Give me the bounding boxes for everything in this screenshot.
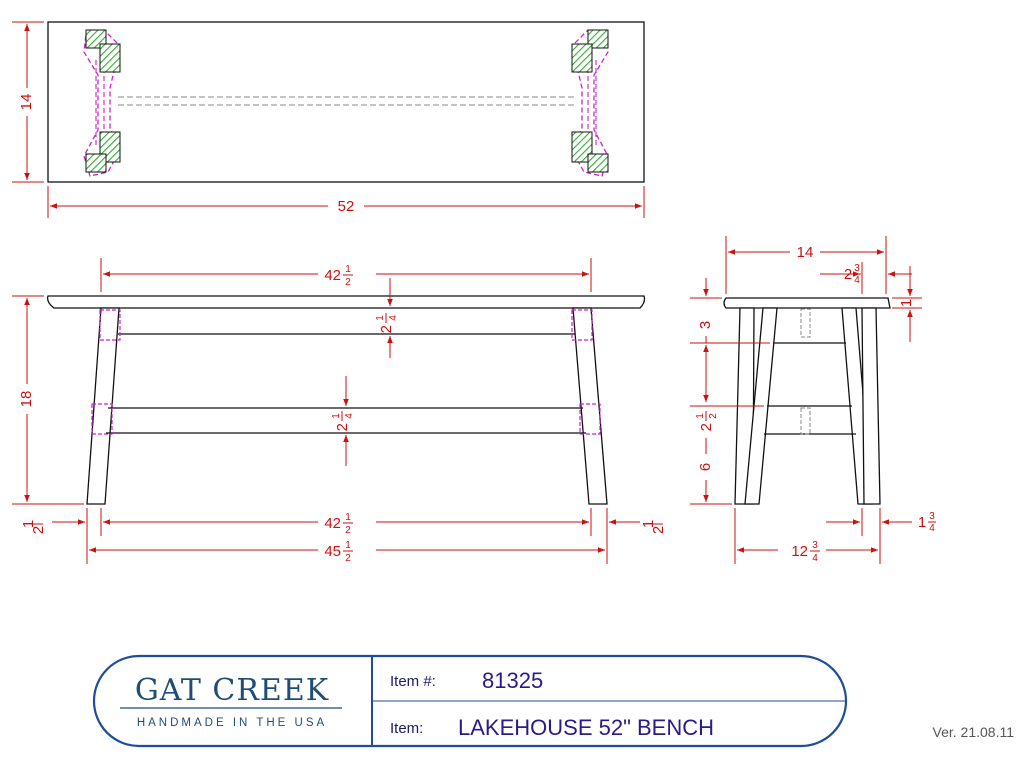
- brand-tagline: HANDMADE IN THE USA: [137, 717, 327, 729]
- side-right-leg: [861, 307, 881, 505]
- dim-side-thickness: 1: [892, 266, 922, 342]
- upper-rail-whole: 2: [378, 325, 395, 333]
- dim-lower-rail: 2 1 4: [331, 376, 355, 466]
- foot-offset-den: 4: [929, 523, 935, 534]
- dim-side-apron-gap: 3: [697, 278, 714, 343]
- bottom-span-num: 1: [345, 512, 351, 523]
- item-name-label: Item:: [390, 720, 423, 737]
- dim-side-top-offset: 2 3 4: [820, 262, 912, 294]
- side-thickness-label: 1: [898, 299, 915, 307]
- brand-logo-text: GAT CREEK: [135, 673, 329, 708]
- dim-front-overall-span: 45 1 2: [89, 540, 605, 564]
- right-offset-num: 1: [640, 520, 657, 528]
- side-width-label: 14: [797, 244, 814, 261]
- lower-height-label: 6: [697, 463, 714, 471]
- dim-side-lower-height: 6: [697, 438, 714, 502]
- side-view: 14 2 3 4 1 3: [690, 236, 936, 564]
- left-leg-assembly-top: [83, 29, 121, 177]
- foot-offset-num: 3: [929, 511, 935, 522]
- dim-right-foot-offset: 1 2: [609, 519, 667, 534]
- top-depth-label: 14: [18, 94, 35, 111]
- dim-side-foot-offset: 1 3 4: [826, 511, 936, 534]
- dim-side-rail-spacing: 2 1 2: [695, 345, 719, 431]
- overall-span-num: 1: [345, 540, 351, 551]
- item-number-label: Item #:: [390, 673, 436, 690]
- top-view: 14 52: [12, 21, 645, 218]
- version-label: Ver. 21.08.11: [933, 724, 1015, 740]
- front-view: 42 1 2 2 1 4 2 1 4: [12, 258, 667, 564]
- dim-upper-rail: 2 1 4: [375, 278, 399, 358]
- foot-span-num: 3: [812, 540, 818, 551]
- rail-spacing-num: 1: [695, 413, 706, 419]
- seat-height-label: 18: [18, 391, 35, 408]
- left-offset-num: 1: [20, 520, 37, 528]
- foot-offset-whole: 1: [918, 514, 926, 531]
- top-span-whole: 42: [324, 267, 341, 284]
- top-span-den: 2: [345, 277, 351, 288]
- dim-top-length: 52: [47, 186, 645, 218]
- apron-gap-label: 3: [697, 321, 714, 329]
- overall-span-den: 2: [345, 553, 351, 564]
- dim-side-top-width: 14: [725, 236, 887, 294]
- lower-rail-num: 1: [331, 413, 342, 419]
- lower-rail-den: 4: [344, 413, 355, 419]
- bottom-span-den: 2: [345, 525, 351, 536]
- dim-front-top-span: 42 1 2: [100, 258, 592, 292]
- top-offset-den: 4: [854, 275, 860, 286]
- foot-span-den: 4: [812, 553, 818, 564]
- upper-rail-den: 4: [388, 315, 399, 321]
- item-number-value: 81325: [482, 668, 543, 693]
- right-front-leg-hatch: [587, 29, 609, 49]
- top-length-label: 52: [338, 198, 355, 215]
- top-offset-whole: 2: [844, 266, 852, 283]
- front-right-leg: [572, 307, 608, 505]
- rail-spacing-whole: 2: [698, 423, 715, 431]
- dim-seat-height: 18: [12, 295, 84, 505]
- side-seat-outline: [723, 297, 891, 309]
- overall-span-whole: 45: [324, 543, 341, 560]
- right-back-leg-hatch: [587, 153, 609, 173]
- item-name-value: LAKEHOUSE 52" BENCH: [458, 715, 714, 740]
- left-back-leg-hatch: [85, 153, 107, 173]
- upper-rail-num: 1: [375, 315, 386, 321]
- bottom-span-whole: 42: [324, 515, 341, 532]
- lower-rail-whole: 2: [334, 423, 351, 431]
- top-span-num: 1: [345, 264, 351, 275]
- right-leg-assembly-top: [571, 29, 609, 177]
- rail-spacing-den: 2: [708, 413, 719, 419]
- title-block: GAT CREEK HANDMADE IN THE USA Item #: 81…: [92, 654, 848, 748]
- dim-front-bottom-span: 42 1 2: [103, 512, 589, 536]
- front-left-leg: [86, 307, 120, 505]
- top-view-seat-outline: [47, 21, 645, 183]
- top-offset-num: 3: [854, 263, 860, 274]
- dim-left-foot-offset: 1 2: [20, 519, 85, 534]
- front-seat-outline: [46, 295, 646, 309]
- left-offset-den: 2: [30, 526, 47, 534]
- right-offset-den: 2: [650, 526, 667, 534]
- dim-top-depth: 14: [12, 21, 44, 183]
- foot-span-whole: 12: [791, 543, 808, 560]
- dim-side-foot-span: 12 3 4: [737, 540, 878, 564]
